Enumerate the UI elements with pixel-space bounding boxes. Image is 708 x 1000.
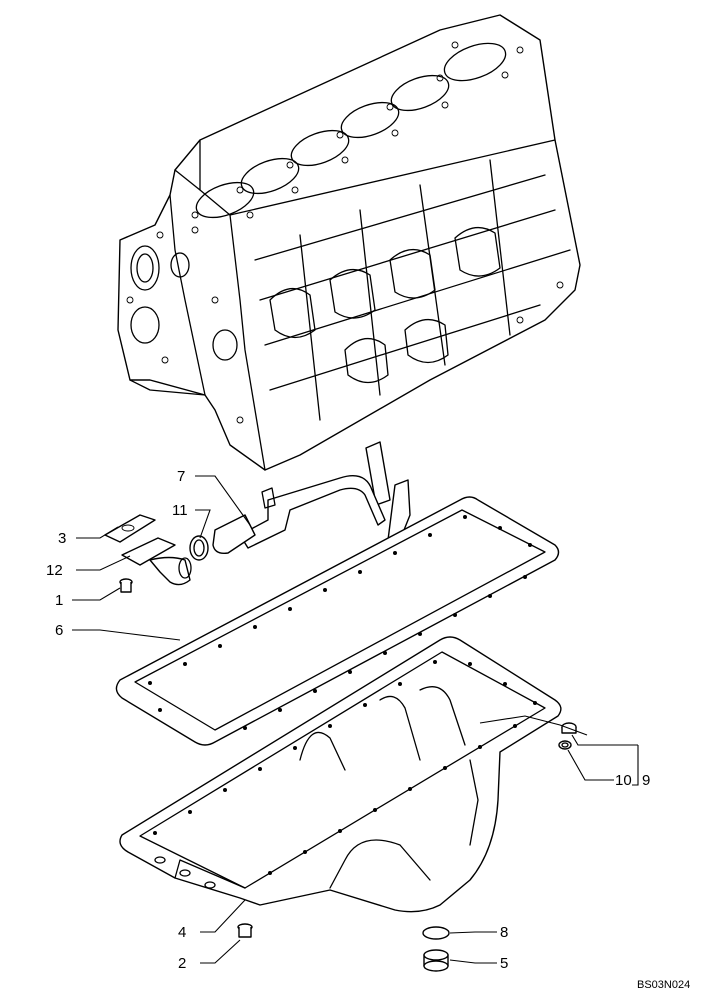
drain-plug (423, 949, 449, 972)
bolt-2 (237, 923, 253, 938)
callout-10: 10 (615, 772, 632, 789)
callout-11: 11 (172, 502, 188, 519)
callout-2: 2 (178, 955, 186, 972)
callout-1: 1 (55, 592, 63, 609)
flange-elbow (121, 537, 192, 586)
callout-labels: 1 2 3 4 5 6 7 8 9 10 11 12 (46, 468, 650, 972)
callout-5: 5 (500, 955, 508, 972)
flange-gasket (104, 514, 156, 543)
callout-4: 4 (178, 924, 186, 941)
callout-9: 9 (642, 772, 650, 789)
o-ring (189, 535, 209, 561)
callout-7: 7 (177, 468, 185, 485)
callout-8: 8 (500, 924, 508, 941)
callout-6: 6 (55, 622, 63, 639)
callout-3: 3 (58, 530, 66, 547)
callout-12: 12 (46, 562, 63, 579)
oil-pan (119, 636, 562, 913)
side-plug (558, 722, 577, 750)
oil-pan-gasket (115, 496, 560, 746)
drawing-code: BS03N024 (637, 979, 690, 991)
sealing-washer (422, 926, 450, 940)
engine-block (117, 14, 581, 471)
leader-lines (72, 475, 639, 964)
bolt-1 (119, 578, 133, 593)
